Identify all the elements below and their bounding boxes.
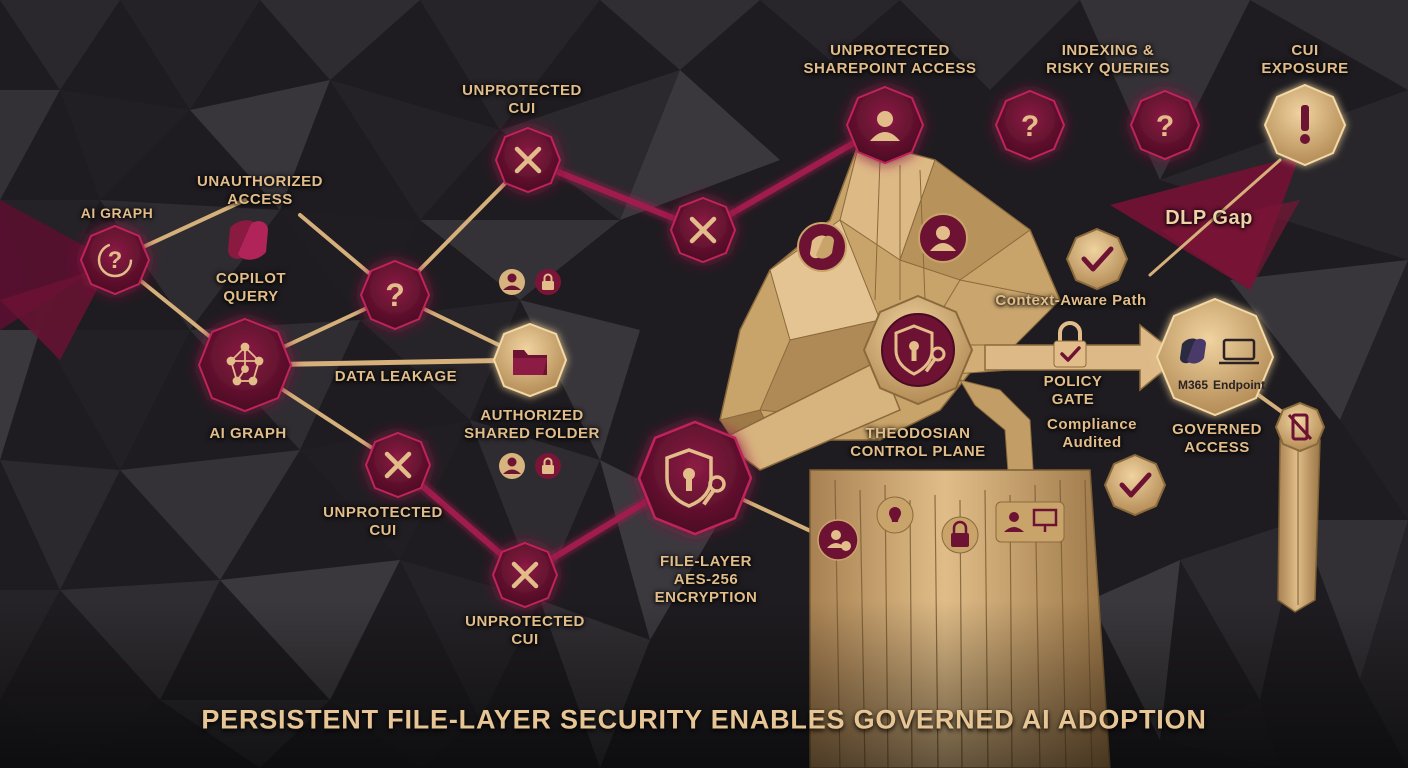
- x-mark-icon: [514, 146, 542, 174]
- check-icon: [1119, 472, 1152, 498]
- node-theodosian-control-plane[interactable]: [862, 294, 974, 406]
- label-ai-graph-top: AI GRAPH: [80, 205, 154, 221]
- key-icon: [924, 346, 946, 373]
- user-icon: [1009, 512, 1019, 522]
- label-endpoint: Endpoint: [1213, 378, 1265, 392]
- node-file-layer-encryption[interactable]: [637, 420, 753, 536]
- no-phone-icon: [1287, 413, 1313, 441]
- edge-exposure-dlp: [1148, 158, 1282, 277]
- label-context-aware-path: Context-Aware Path: [995, 292, 1147, 309]
- node-authorized-shared-folder[interactable]: [492, 322, 568, 398]
- node-cui-exposure[interactable]: [1263, 83, 1347, 167]
- node-user-on-statue[interactable]: [918, 213, 968, 263]
- node-governed-access[interactable]: [1155, 297, 1275, 417]
- node-unprotected-cui-top[interactable]: [494, 126, 562, 194]
- copilot-logo-icon: [1180, 338, 1206, 364]
- question-icon: ?: [108, 247, 123, 274]
- policy-gate-lock-icon: [1053, 321, 1087, 368]
- node-indexing-2[interactable]: ?: [1129, 89, 1201, 161]
- node-ai-graph-main[interactable]: [197, 317, 293, 413]
- user-lock-badges-lower: [499, 453, 561, 479]
- label-m365: M365: [1177, 378, 1209, 392]
- page-title: PERSISTENT FILE-LAYER SECURITY ENABLES G…: [201, 704, 1207, 735]
- lock-icon: [951, 520, 969, 547]
- gold-crystal-structure: [0, 139, 1408, 768]
- edge-cuitop-x: [525, 157, 706, 233]
- lock-icon: [542, 273, 554, 290]
- node-copilot-on-statue[interactable]: [797, 222, 847, 272]
- node-unprotected-sharepoint-access[interactable]: [845, 85, 925, 165]
- pillar-icon-user-endpoint: [995, 501, 1065, 543]
- user-icon: [930, 226, 956, 251]
- copilot-logo-icon: [810, 235, 834, 259]
- copilot-logo-icon: [228, 220, 268, 260]
- node-unprotected-cui-bottom[interactable]: [491, 541, 559, 609]
- pillar-icon-lightbulb: [876, 496, 914, 534]
- folder-icon: [513, 350, 547, 375]
- user-icon: [507, 457, 517, 467]
- question-icon: ?: [1156, 110, 1174, 143]
- check-icon: [1060, 346, 1081, 362]
- label-data-leakage: DATA LEAKAGE: [334, 368, 458, 385]
- node-unprotected-cui-mid[interactable]: [364, 431, 432, 499]
- question-icon: ?: [385, 277, 405, 313]
- x-mark-icon: [384, 451, 412, 479]
- user-icon: [831, 530, 841, 540]
- pillar-icon-user-badge: [817, 519, 859, 561]
- node-query[interactable]: ?: [359, 259, 431, 331]
- key-icon: [702, 475, 726, 506]
- exclamation-icon: [1300, 105, 1310, 144]
- node-indexing-1[interactable]: ?: [994, 89, 1066, 161]
- node-check-context[interactable]: [1065, 227, 1129, 291]
- lock-icon: [542, 457, 554, 474]
- label-indexing-risky-queries: INDEXING &RISKY QUERIES: [1046, 42, 1170, 77]
- user-icon: [870, 111, 900, 141]
- user-icon: [507, 273, 517, 283]
- node-no-phone[interactable]: [1274, 401, 1326, 453]
- pillar-icon-lock: [941, 516, 979, 554]
- question-cycle-icon: [97, 242, 133, 278]
- node-blocked-path[interactable]: [669, 196, 737, 264]
- x-mark-icon: [689, 216, 717, 244]
- check-icon: [1081, 246, 1114, 272]
- question-icon: ?: [1021, 110, 1039, 143]
- laptop-icon: [1219, 338, 1259, 365]
- user-lock-badges-upper: [499, 269, 561, 295]
- label-dlp-gap: DLP Gap: [1165, 207, 1253, 229]
- edge-graph-folder: [242, 357, 533, 368]
- label-ai-graph-main: AI GRAPH: [209, 425, 287, 442]
- x-mark-icon: [511, 561, 539, 589]
- node-check-compliance[interactable]: [1103, 453, 1167, 517]
- network-graph-icon: [226, 342, 264, 386]
- node-ai-graph-small[interactable]: ?: [79, 224, 151, 296]
